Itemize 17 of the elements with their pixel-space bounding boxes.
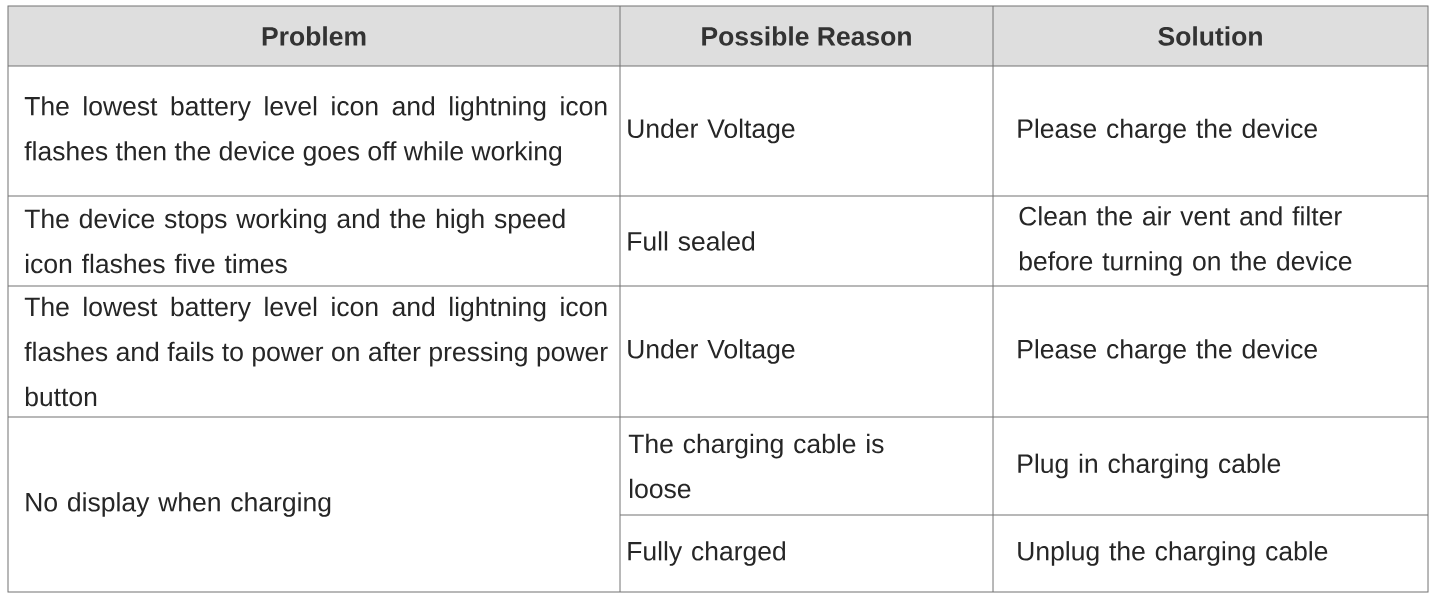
- table-cell: The lowest battery level icon and lightning icon flashes and fails to power on after pressing power button: [24, 296, 608, 407]
- table-cell: Plug in charging cable: [1018, 453, 1281, 479]
- table-cell: Full sealed: [628, 231, 755, 251]
- table-cell: Fully charged: [628, 541, 785, 566]
- table-cell: Under Voltage: [628, 118, 795, 144]
- header-cell: Solution: [993, 6, 1428, 66]
- table-cell: Please charge the device: [1018, 339, 1317, 364]
- table-cell: Under Voltage: [628, 339, 795, 364]
- header-cell: Possible Reason: [620, 6, 993, 66]
- table-cell: The lowest battery level icon and lightning icon flashes then the device goes off while working: [24, 96, 607, 166]
- table-cell: Clean the air vent and filter before turning on the device: [1019, 206, 1352, 276]
- table-cell: No display when charging: [26, 492, 331, 517]
- table-cell: Unplug the charging cable: [1018, 541, 1328, 566]
- header-cell: Problem: [8, 6, 620, 66]
- table-cell: Please charge the device: [1018, 118, 1317, 144]
- table-cell: The device stops working and the high speed icon flashes five times: [24, 208, 565, 274]
- table-cell: The charging cable is loose: [628, 433, 884, 499]
